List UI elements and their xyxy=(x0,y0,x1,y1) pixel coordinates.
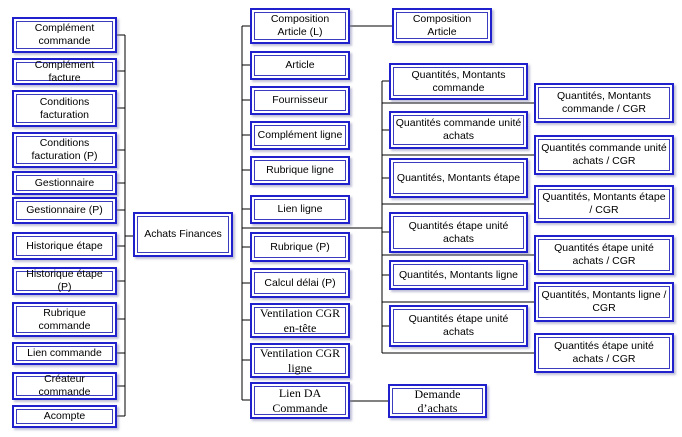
node-complement-ligne: Complément ligne xyxy=(250,121,350,150)
node-gestionnaire-p: Gestionnaire (P) xyxy=(12,197,117,224)
node-gestionnaire: Gestionnaire xyxy=(12,171,117,195)
node-lien-ligne: Lien ligne xyxy=(250,195,350,224)
node-achats-finances: Achats Finances xyxy=(133,212,233,257)
node-rubrique-ligne: Rubrique ligne xyxy=(250,156,350,185)
node-demande-achats: Demande d’achats xyxy=(388,384,487,418)
node-historique-etape-p: Historique étape (P) xyxy=(12,267,117,295)
node-composition-article: Composition Article xyxy=(392,8,492,43)
node-quantites-montants-etape: Quantités, Montants étape xyxy=(389,158,528,198)
node-quantites-etape-unite-achats-2: Quantités étape unité achats xyxy=(389,305,528,347)
node-fournisseur: Fournisseur xyxy=(250,86,350,115)
node-quantites-commande-unite-achats-cgr: Quantités commande unité achats / CGR xyxy=(534,135,674,175)
node-lien-da-commande: Lien DA Commande xyxy=(250,382,350,419)
node-quantites-montants-ligne: Quantités, Montants ligne xyxy=(389,260,528,290)
node-quantites-montants-ligne-cgr: Quantités, Montants ligne / CGR xyxy=(534,282,674,322)
node-createur-commande: Créateur commande xyxy=(12,372,117,400)
node-historique-etape: Historique étape xyxy=(12,232,117,260)
node-quantites-montants-commande-cgr: Quantités, Montants commande / CGR xyxy=(534,83,674,123)
node-calcul-delai-p: Calcul délai (P) xyxy=(250,268,350,298)
node-conditions-facturation-p: Conditions facturation (P) xyxy=(12,132,117,168)
node-quantites-etape-unite-achats-cgr-2: Quantités étape unité achats / CGR xyxy=(534,333,674,373)
node-quantites-commande-unite-achats: Quantités commande unité achats xyxy=(389,111,528,149)
node-article: Article xyxy=(250,51,350,80)
node-conditions-facturation: Conditions facturation xyxy=(12,90,117,127)
node-quantites-etape-unite-achats-cgr-1: Quantités étape unité achats / CGR xyxy=(534,235,674,275)
node-quantites-etape-unite-achats-1: Quantités étape unité achats xyxy=(389,212,528,253)
node-ventilation-cgr-en-tete: Ventilation CGR en-tête xyxy=(250,303,350,338)
node-composition-article-l: Composition Article (L) xyxy=(250,8,350,44)
node-rubrique-commande: Rubrique commande xyxy=(12,302,117,337)
node-complement-commande: Complément commande xyxy=(12,17,117,53)
node-quantites-montants-commande: Quantités, Montants commande xyxy=(389,63,528,100)
node-acompte: Acompte xyxy=(12,405,117,428)
node-rubrique-p: Rubrique (P) xyxy=(250,232,350,262)
node-quantites-montants-etape-cgr: Quantités, Montants étape / CGR xyxy=(534,185,674,223)
node-lien-commande: Lien commande xyxy=(12,342,117,365)
node-complement-facture: Complément facture xyxy=(12,58,117,85)
node-ventilation-cgr-ligne: Ventilation CGR ligne xyxy=(250,343,350,378)
